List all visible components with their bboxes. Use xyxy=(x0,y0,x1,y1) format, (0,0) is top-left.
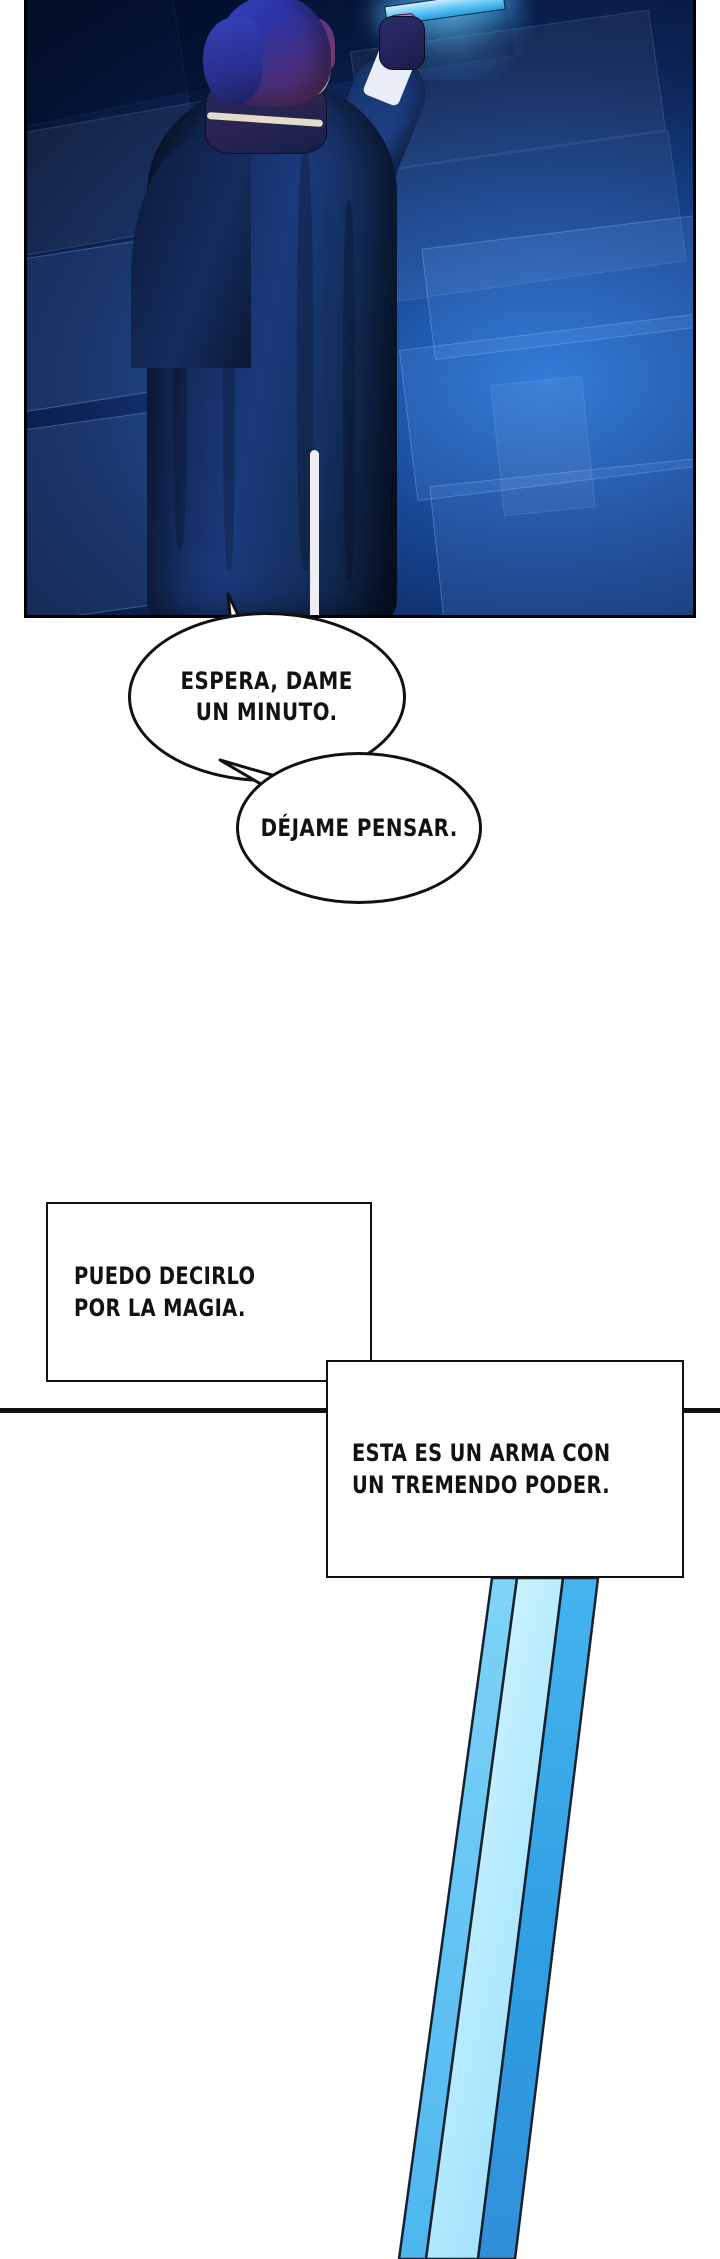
comic-panel-hero-sword xyxy=(24,0,696,618)
caption-box-1-text: PUEDO DECIRLO POR LA MAGIA. xyxy=(74,1261,256,1322)
panel-divider-line-left xyxy=(0,1408,330,1413)
blade-edge-right xyxy=(476,1576,600,2259)
cloak-fold xyxy=(297,150,313,570)
caption-box-1: PUEDO DECIRLO POR LA MAGIA. xyxy=(46,1202,372,1382)
caption-box-2-text: ESTA ES UN ARMA CON UN TREMENDO PODER. xyxy=(352,1438,611,1499)
speech-balloon-1-text: ESPERA, DAME UN MINUTO. xyxy=(180,667,354,726)
blade-core xyxy=(424,1576,565,2259)
wall-slab xyxy=(490,375,596,517)
glowing-sword-blade xyxy=(397,1576,600,2259)
character-glove xyxy=(379,16,425,70)
cloak-fold xyxy=(343,200,355,580)
panel-artwork xyxy=(27,0,693,615)
blade-edge-left xyxy=(397,1576,519,2259)
cloak-split xyxy=(310,450,319,615)
panel-divider-line-right xyxy=(680,1408,720,1413)
caption-box-2: ESTA ES UN ARMA CON UN TREMENDO PODER. xyxy=(326,1360,684,1578)
speech-balloon-2-text: DÉJAME PENSAR. xyxy=(260,813,458,842)
character-hair-side xyxy=(203,18,263,104)
speech-balloon-2: DÉJAME PENSAR. xyxy=(236,752,482,904)
